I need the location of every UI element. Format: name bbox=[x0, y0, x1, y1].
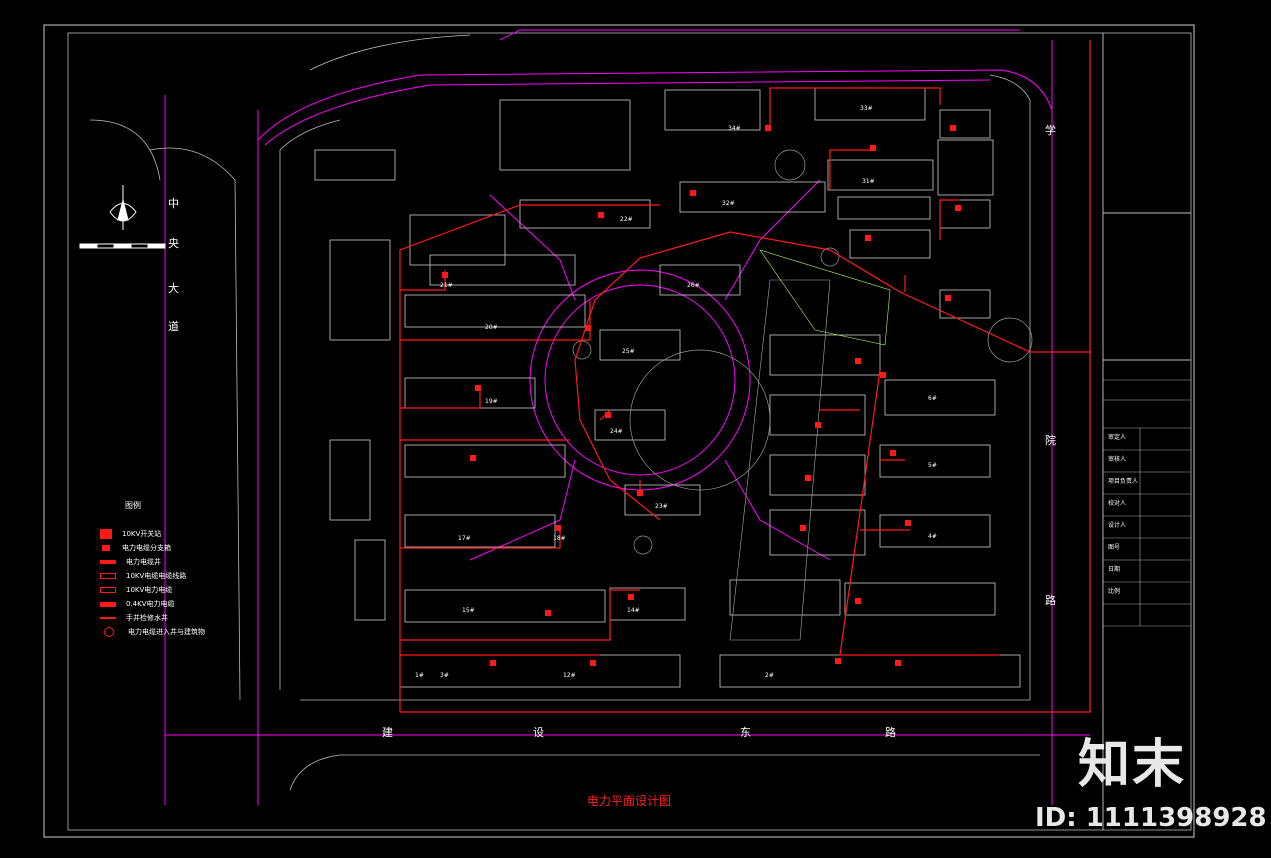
building-label: 1# bbox=[415, 672, 424, 679]
title-block-row: 设计人 bbox=[1108, 522, 1127, 529]
building-label: 21# bbox=[440, 282, 453, 289]
road-label-zhongyang-1: 中 bbox=[168, 197, 179, 210]
road-label-jianshe-3: 东 bbox=[740, 726, 751, 739]
legend-item-cable-entry: 电力电缆进入井与建筑物 bbox=[100, 625, 205, 639]
road-label-jianshe-1: 建 bbox=[382, 726, 393, 739]
legend-item-04kv-cable: 0.4KV电力电缆 bbox=[100, 597, 175, 611]
04kv-cable-icon bbox=[100, 601, 116, 607]
building-label: 20# bbox=[485, 324, 498, 331]
building-label: 4# bbox=[928, 533, 937, 540]
building-label: 34# bbox=[728, 125, 741, 132]
road-label-zhongyang-3: 大 bbox=[168, 282, 179, 295]
building-label: 32# bbox=[722, 200, 735, 207]
road-label-jianshe-4: 路 bbox=[885, 726, 896, 739]
10kv-cable-icon bbox=[100, 587, 116, 593]
building-label: 6# bbox=[928, 395, 937, 402]
road-label-zhongyang-4: 道 bbox=[168, 320, 179, 333]
building-label: 22# bbox=[620, 216, 633, 223]
title-block-row: 图号 bbox=[1108, 544, 1121, 551]
building-label: 12# bbox=[563, 672, 576, 679]
watermark-brand: 知末 bbox=[1078, 735, 1187, 795]
building-label: 5# bbox=[928, 462, 937, 469]
road-label-zhongyang-2: 央 bbox=[168, 237, 179, 250]
drawing-title: 电力平面设计图 bbox=[587, 794, 672, 808]
building-label: 14# bbox=[627, 607, 640, 614]
watermark-id: ID: 1111398928 bbox=[1035, 803, 1267, 833]
legend-item-10kv-line: 10KV电缆电缆线路 bbox=[100, 569, 186, 583]
building-label: 18# bbox=[553, 535, 566, 542]
cable-entry-icon bbox=[104, 627, 114, 637]
legend-item-10kv-cable: 10KV电力电缆 bbox=[100, 583, 172, 597]
building-label: 3# bbox=[440, 672, 449, 679]
building-label: 31# bbox=[862, 178, 875, 185]
cable-well-icon bbox=[100, 560, 116, 564]
road-label-xueyuan-2: 院 bbox=[1045, 434, 1056, 447]
legend-item-switch-station: 10KV开关站 bbox=[100, 527, 161, 541]
building-label: 25# bbox=[622, 348, 635, 355]
title-block-row: 审核人 bbox=[1108, 456, 1127, 463]
legend-title: 图例 bbox=[125, 501, 141, 510]
building-label: 24# bbox=[610, 428, 623, 435]
title-block-row: 项目负责人 bbox=[1108, 478, 1139, 485]
road-label-xueyuan-3: 路 bbox=[1045, 594, 1056, 607]
title-block-row: 审定人 bbox=[1108, 434, 1127, 441]
legend-item-branch-box: 电力电缆分支箱 bbox=[100, 541, 171, 555]
title-block-row: 校对人 bbox=[1108, 500, 1127, 507]
building-label: 2# bbox=[765, 672, 774, 679]
road-label-jianshe-2: 设 bbox=[533, 726, 544, 739]
road-label-xueyuan-1: 学 bbox=[1045, 124, 1056, 137]
legend-item-cable-well: 电力电缆井 bbox=[100, 555, 161, 569]
building-label: 26# bbox=[687, 282, 700, 289]
building-label: 23# bbox=[655, 503, 668, 510]
title-block-row: 日期 bbox=[1108, 566, 1121, 573]
legend-item-hand-well: 手井检修水井 bbox=[100, 611, 168, 625]
branch-box-icon bbox=[102, 545, 110, 551]
building-label: 33# bbox=[860, 105, 873, 112]
building-label: 15# bbox=[462, 607, 475, 614]
building-label: 19# bbox=[485, 398, 498, 405]
10kv-line-icon bbox=[100, 573, 116, 579]
switch-station-icon bbox=[100, 529, 112, 539]
title-block-row: 比例 bbox=[1108, 588, 1121, 595]
building-label: 17# bbox=[458, 535, 471, 542]
hand-well-icon bbox=[100, 617, 116, 619]
